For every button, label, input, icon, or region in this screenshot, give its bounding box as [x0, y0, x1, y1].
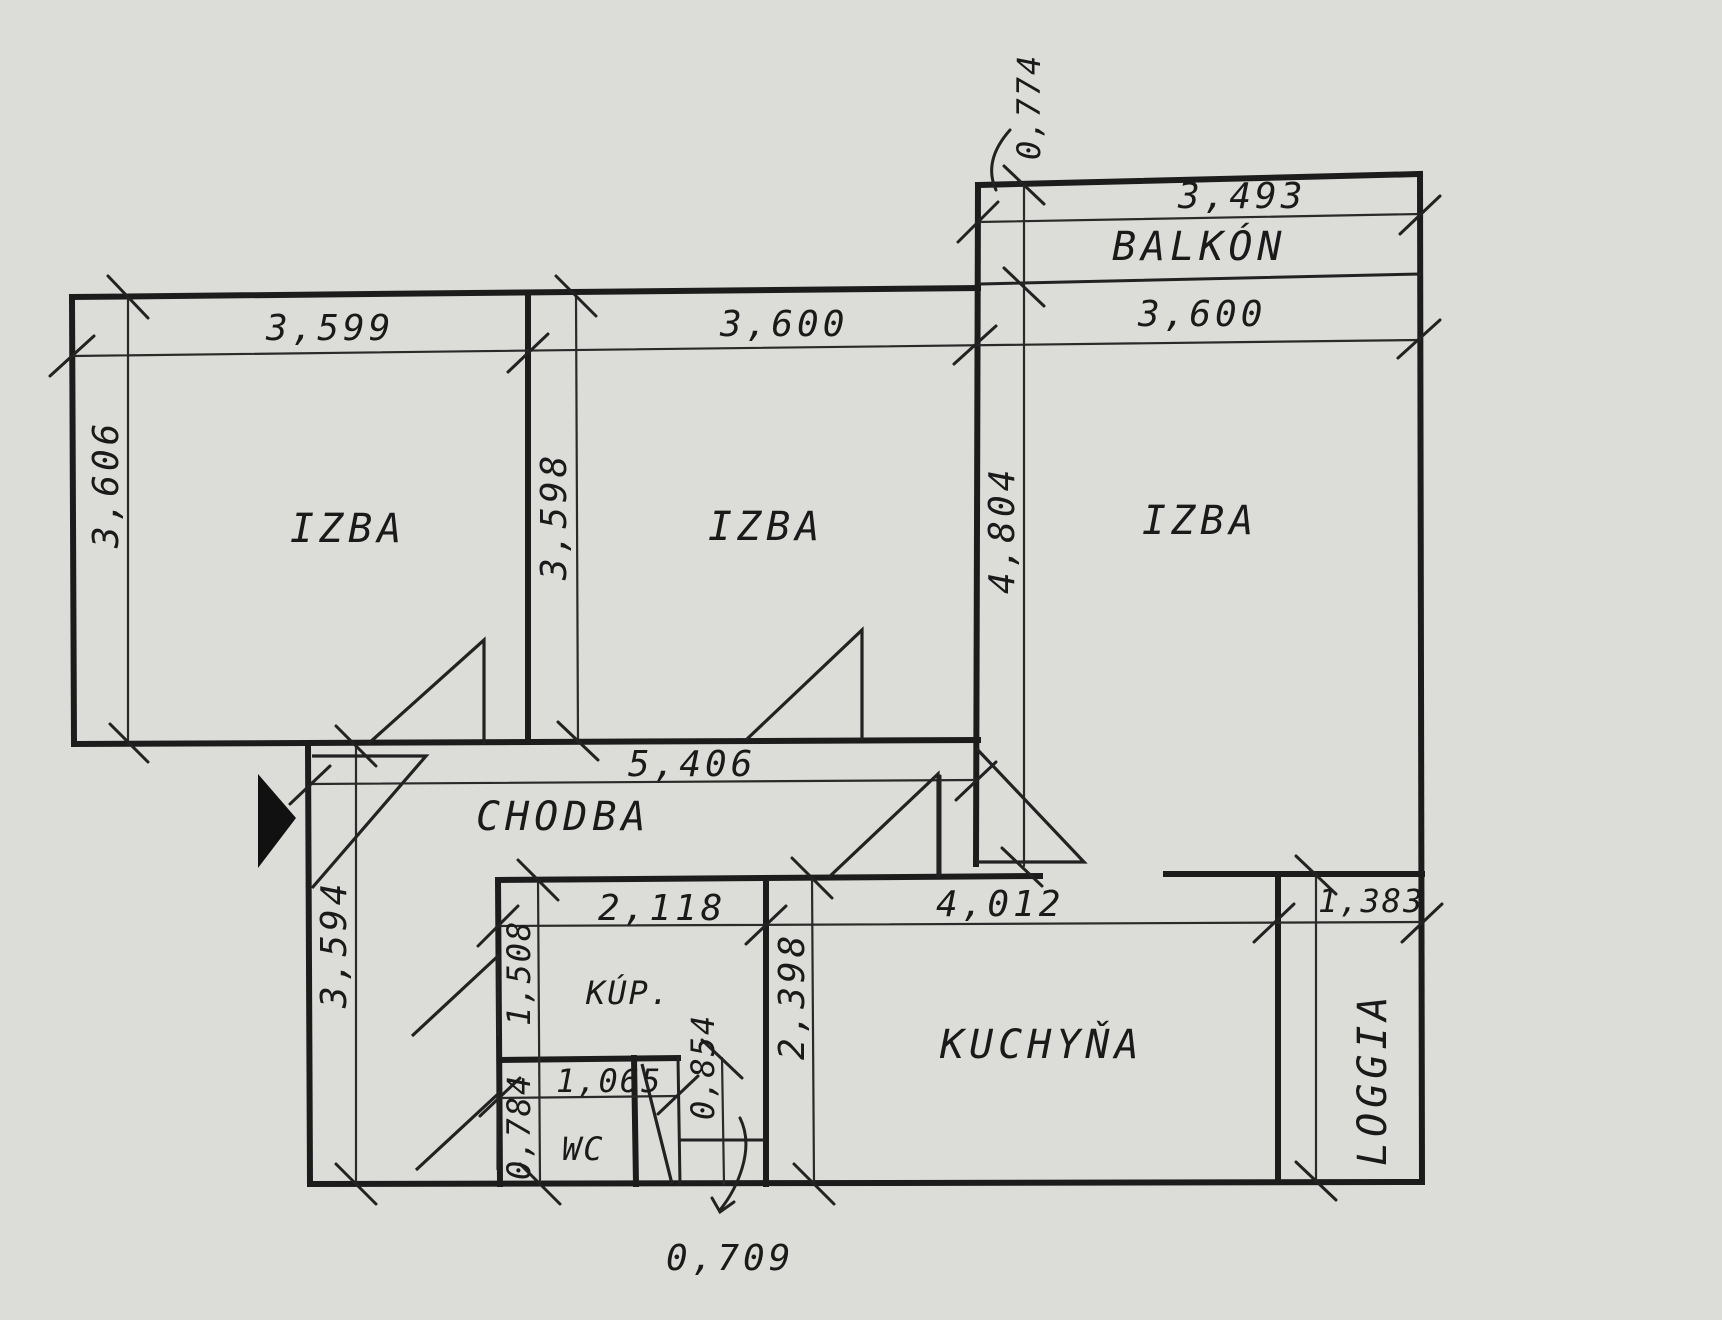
- tick: [1398, 194, 1442, 236]
- room-label-chodba: CHODBA: [476, 794, 651, 840]
- izba-3-west-wall: [972, 181, 982, 868]
- doors: [310, 626, 1088, 1185]
- tick: [792, 1162, 836, 1206]
- dim-izba-1-width: 3,599: [265, 308, 394, 349]
- tick: [656, 1074, 700, 1116]
- tick: [954, 760, 998, 802]
- tick: [790, 856, 834, 900]
- dim-izba-1-depth: 3,606: [86, 420, 127, 549]
- dim-kuchyna-width: 4,012: [936, 884, 1064, 925]
- kitchen-width-line: [496, 920, 1424, 928]
- dim-loggia-width: 1,383: [1318, 882, 1424, 920]
- tick: [48, 334, 96, 378]
- room-label-kupelna: KÚP.: [585, 973, 671, 1012]
- balkon-width-line: [976, 212, 1422, 224]
- dim-chodba-length: 5,406: [628, 744, 756, 785]
- tick: [1396, 318, 1442, 360]
- tick: [952, 324, 998, 366]
- dim-balkon-width: 3,493: [1177, 176, 1306, 217]
- entrance-arrow-icon: [258, 774, 296, 868]
- rooms-width-line: [70, 338, 1422, 358]
- tick: [478, 1076, 522, 1118]
- dim-balkon-depth: 0,774: [1010, 54, 1048, 160]
- room-labels: IZBA IZBA IZBA BALKÓN CHODBA KÚP. WC KUC…: [290, 222, 1396, 1168]
- tick: [744, 904, 788, 946]
- dimension-labels: 3,599 3,600 3,600 3,493 0,774 3,606 3,59…: [86, 54, 1424, 1279]
- tick: [1002, 266, 1046, 308]
- balkon-north-wall: [974, 170, 1424, 189]
- room-label-balkon: BALKÓN: [1112, 222, 1287, 270]
- dimension-ticks: [48, 164, 1444, 1206]
- tick: [554, 274, 598, 318]
- tick: [1400, 902, 1444, 944]
- room-label-kuchyna: KUCHYŇA: [939, 1020, 1144, 1068]
- wc-side-line: [720, 1056, 726, 1186]
- tick: [108, 722, 150, 764]
- room-label-izba-3: IZBA: [1142, 498, 1258, 544]
- tick: [1002, 164, 1046, 206]
- dim-wc-width: 1,065: [556, 1062, 662, 1100]
- door-shaft: [640, 1063, 674, 1185]
- tick: [700, 1038, 744, 1080]
- dim-izba-2-width: 3,600: [719, 304, 848, 345]
- room-label-izba-1: IZBA: [290, 506, 406, 552]
- tick: [288, 764, 332, 806]
- door-izba-2: [744, 626, 864, 742]
- dim-wc-door: 0,709: [666, 1238, 794, 1279]
- door-closet: [826, 770, 940, 880]
- arrowhead-icon: [710, 1196, 736, 1215]
- balkon-rail: [978, 272, 1422, 286]
- dim-izba-3-width: 3,600: [1137, 294, 1266, 335]
- wc-width-line: [498, 1094, 680, 1100]
- dimension-lines: [70, 182, 1424, 1186]
- dim-kuchyna-depth: 2,398: [772, 932, 813, 1060]
- wc-east-wall: [630, 1054, 640, 1188]
- kuchyna-depth-line: [810, 876, 816, 1186]
- chodba-west-wall: [304, 742, 314, 1188]
- tick: [956, 200, 1000, 244]
- izba-2-depth-line: [574, 293, 580, 744]
- leader-arrow-balkon: [990, 128, 1012, 192]
- wc-north-wall: [496, 1054, 682, 1064]
- door-wc: [414, 1090, 500, 1172]
- dim-izba-3-depth: 4,804: [982, 466, 1023, 594]
- tick: [1294, 1160, 1338, 1202]
- shaft-wall: [676, 1056, 682, 1186]
- door-izba-1: [366, 636, 486, 746]
- tick: [334, 724, 378, 768]
- door-entrance: [310, 754, 430, 890]
- kupelna-depth-line: [536, 878, 542, 1186]
- dim-kupelna-depth: 1,508: [500, 920, 538, 1026]
- room-label-loggia: LOGGIA: [1350, 992, 1396, 1167]
- chodba-length-line: [308, 778, 978, 786]
- tick: [516, 858, 560, 902]
- tick: [1252, 902, 1296, 944]
- dim-wc-depth: 0,784: [500, 1074, 538, 1180]
- dim-izba-2-depth: 3,598: [534, 452, 575, 581]
- tick: [334, 1162, 378, 1206]
- tick: [506, 332, 550, 374]
- tick: [476, 904, 520, 948]
- door-kupelna: [410, 952, 500, 1038]
- tick: [106, 274, 150, 320]
- dim-chodba-depth: 3,594: [314, 880, 355, 1009]
- door-izba-3: [974, 746, 1088, 864]
- tick: [556, 720, 600, 762]
- izba-1-west-wall: [68, 293, 78, 748]
- south-wall: [306, 1178, 1426, 1188]
- dim-wc-side: 0,854: [684, 1014, 722, 1120]
- room-label-wc: WC: [562, 1130, 605, 1168]
- tick: [518, 1162, 562, 1206]
- tick: [1000, 846, 1044, 888]
- dim-kupelna-width: 2,118: [598, 888, 726, 929]
- room-label-izba-2: IZBA: [708, 504, 824, 550]
- east-wall: [1416, 170, 1426, 1186]
- tick: [1294, 854, 1338, 896]
- leader-arrow-wc-door: [718, 1116, 748, 1212]
